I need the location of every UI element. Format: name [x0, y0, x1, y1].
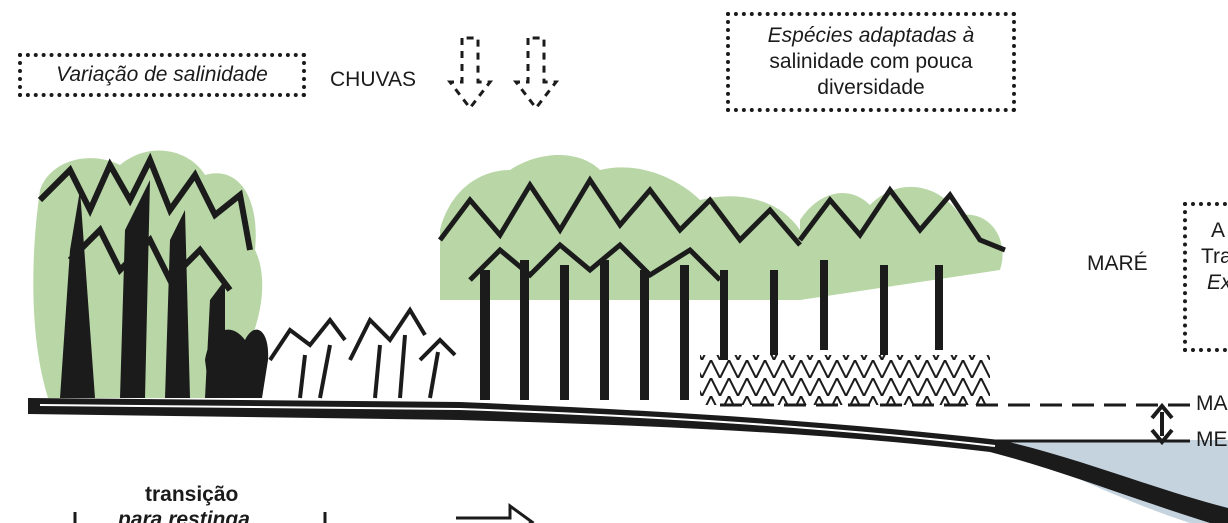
terrestrial-forest [33, 151, 268, 398]
tide-info-line-3: Ex [1201, 270, 1228, 296]
low-tide-label: ME [1196, 428, 1228, 452]
salinity-variation-label: Variação de salinidade [56, 62, 268, 88]
rain-arrow-icon [516, 38, 556, 108]
mangrove-prop-roots [700, 355, 990, 405]
species-line-1: Espécies adaptadas à [768, 23, 975, 49]
tide-label-text: MARÉ [1087, 252, 1148, 275]
transition-label-text: transição [145, 483, 238, 506]
restinga-label: para restinga [118, 508, 250, 523]
low-tide-label-text: ME [1196, 428, 1228, 451]
high-tide-label: MA [1196, 392, 1228, 416]
tide-info-line-2: Tra [1201, 244, 1228, 270]
shrub-vegetation [270, 310, 455, 398]
mangrove-forest [440, 155, 1005, 405]
tide-info-box: A Tra Ex [1183, 202, 1228, 352]
restinga-label-text: para restinga [118, 508, 250, 523]
species-adapted-box: Espécies adaptadas à salinidade com pouc… [726, 12, 1016, 112]
rain-label: CHUVAS [330, 68, 416, 92]
tide-info-line-1: A [1201, 218, 1225, 244]
rain-label-text: CHUVAS [330, 68, 416, 91]
transition-label: transição [145, 483, 238, 507]
rain-arrow-icon [450, 38, 490, 108]
salinity-variation-box: Variação de salinidade [18, 53, 306, 97]
tide-label: MARÉ [1087, 252, 1148, 276]
high-tide-label-text: MA [1196, 392, 1228, 415]
tide-range-arrow-icon [1152, 406, 1172, 442]
species-line-2: salinidade com pouca [769, 49, 972, 75]
species-line-3: diversidade [817, 75, 924, 101]
direction-arrow-icon [456, 506, 532, 523]
